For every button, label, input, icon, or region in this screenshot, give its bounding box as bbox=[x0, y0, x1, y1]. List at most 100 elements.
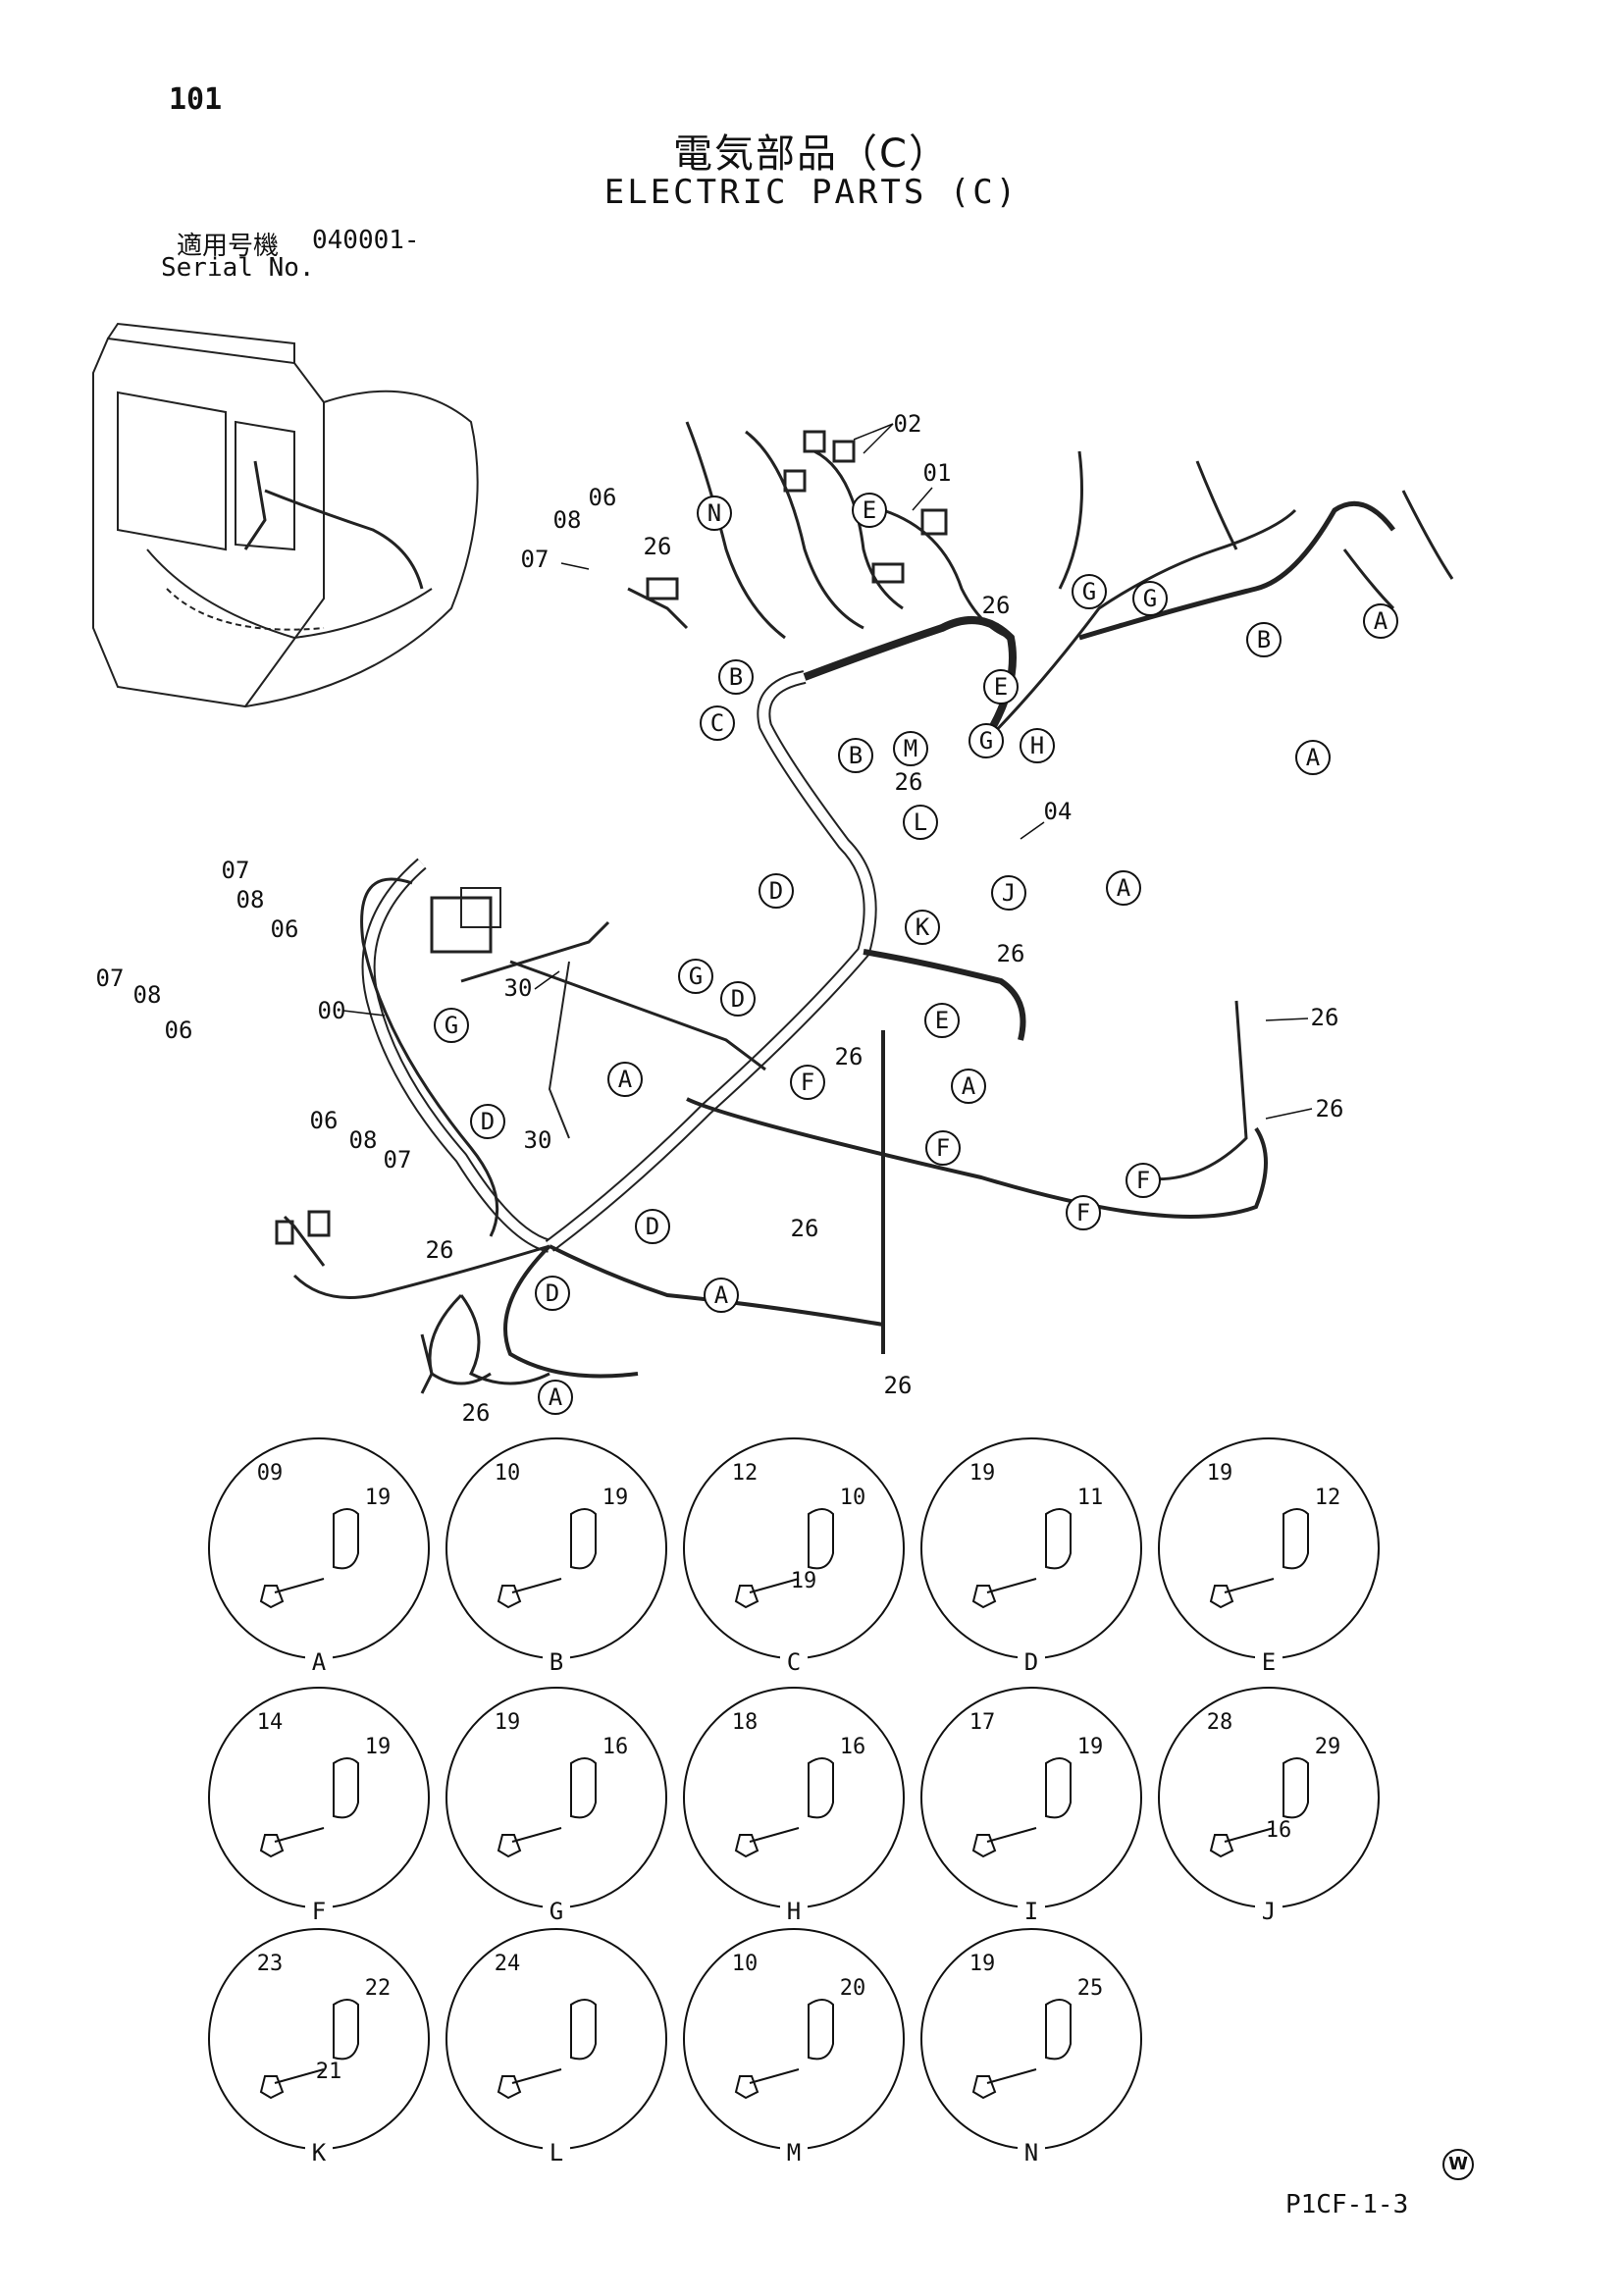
detail-i-clip bbox=[1045, 1757, 1072, 1819]
detail-l-bolt bbox=[497, 2068, 562, 2100]
svg-text:H: H bbox=[1030, 732, 1044, 759]
detail-k-part-number: 22 bbox=[365, 1976, 392, 2001]
detail-b-circle bbox=[445, 1437, 667, 1659]
svg-text:F: F bbox=[1136, 1167, 1150, 1194]
detail-i-circle bbox=[920, 1687, 1142, 1908]
callout-a: A bbox=[1363, 603, 1398, 639]
detail-j-label-bg bbox=[1255, 1898, 1283, 1925]
detail-m-label: M bbox=[787, 2139, 801, 2166]
detail-h-clip bbox=[808, 1757, 834, 1819]
svg-text:C: C bbox=[710, 709, 724, 737]
callout-07-label: 07 bbox=[96, 965, 125, 992]
detail-g-label: G bbox=[550, 1898, 563, 1925]
callout-n: N bbox=[697, 496, 732, 531]
callout-26-label: 26 bbox=[895, 768, 923, 796]
svg-text:G: G bbox=[1143, 585, 1157, 612]
document-code: P1CF-1-3 bbox=[1285, 2190, 1409, 2219]
detail-g-clip bbox=[570, 1757, 597, 1819]
detail-i-label: I bbox=[1024, 1898, 1038, 1925]
title-japanese: 電気部品（C） bbox=[673, 131, 950, 177]
detail-circles: A0919B1019C121019D1911E1912F1419G1916H18… bbox=[208, 1437, 1380, 2166]
serial-label-english: Serial No. bbox=[161, 253, 315, 283]
detail-c-part-number: 12 bbox=[732, 1461, 759, 1486]
svg-text:D: D bbox=[546, 1279, 559, 1307]
detail-k-label-bg bbox=[305, 2139, 333, 2166]
svg-text:E: E bbox=[863, 496, 876, 524]
detail-j-part-number: 28 bbox=[1207, 1710, 1233, 1735]
callout-06-label: 06 bbox=[589, 484, 617, 511]
detail-i-part-number: 17 bbox=[969, 1710, 996, 1735]
detail-a-bolt bbox=[259, 1578, 325, 1609]
detail-n-part-number: 19 bbox=[969, 1952, 996, 1976]
svg-text:A: A bbox=[1306, 744, 1321, 771]
detail-j-bolt bbox=[1209, 1827, 1275, 1858]
detail-b-bolt bbox=[497, 1578, 562, 1609]
detail-k-clip bbox=[333, 1999, 359, 2061]
detail-k-part-number: 23 bbox=[257, 1952, 284, 1976]
callout-30-label: 30 bbox=[524, 1126, 552, 1154]
detail-h-part-number: 16 bbox=[840, 1735, 866, 1759]
callout-h: H bbox=[1020, 728, 1055, 763]
svg-text:E: E bbox=[935, 1007, 949, 1034]
detail-e-label: E bbox=[1262, 1648, 1276, 1676]
svg-text:F: F bbox=[1076, 1199, 1090, 1226]
callout-26-label: 26 bbox=[1316, 1095, 1344, 1122]
detail-g-circle bbox=[445, 1687, 667, 1908]
detail-n-clip bbox=[1045, 1999, 1072, 2061]
callout-a: A bbox=[951, 1069, 986, 1104]
detail-h-label-bg bbox=[780, 1898, 808, 1925]
detail-f-label-bg bbox=[305, 1898, 333, 1925]
detail-n-label: N bbox=[1024, 2139, 1038, 2166]
svg-text:B: B bbox=[729, 663, 743, 691]
detail-b-label: B bbox=[550, 1648, 563, 1676]
callout-e: E bbox=[852, 493, 887, 528]
detail-m-bolt bbox=[734, 2068, 800, 2100]
detail-g-part-number: 16 bbox=[602, 1735, 629, 1759]
svg-text:F: F bbox=[801, 1069, 814, 1096]
callout-e: E bbox=[983, 669, 1019, 704]
callout-07-label: 07 bbox=[384, 1146, 412, 1174]
callout-08-label: 08 bbox=[236, 886, 265, 913]
detail-j-part-number: 29 bbox=[1315, 1735, 1341, 1759]
svg-text:G: G bbox=[979, 727, 993, 755]
callout-d: D bbox=[759, 873, 794, 909]
callout-06-label: 06 bbox=[310, 1107, 339, 1134]
callout-26-label: 26 bbox=[462, 1399, 491, 1427]
main-callouts: N E E E G G G G G A A A A A A A B B B C … bbox=[434, 493, 1398, 1415]
svg-text:B: B bbox=[1257, 626, 1271, 653]
detail-i-part-number: 19 bbox=[1077, 1735, 1104, 1759]
detail-b-label-bg bbox=[543, 1648, 570, 1676]
detail-d-part-number: 11 bbox=[1077, 1486, 1104, 1510]
detail-l-circle bbox=[445, 1928, 667, 2150]
callout-f: F bbox=[925, 1130, 961, 1166]
callout-04-label: 04 bbox=[1044, 798, 1073, 825]
detail-e-bolt bbox=[1209, 1578, 1275, 1609]
leader-lines bbox=[342, 423, 1313, 1120]
svg-text:A: A bbox=[1374, 607, 1388, 635]
detail-a-clip bbox=[333, 1508, 359, 1570]
detail-h-label: H bbox=[787, 1898, 801, 1925]
callout-26-label: 26 bbox=[644, 533, 672, 560]
callout-b: B bbox=[718, 659, 754, 695]
detail-e-label-bg bbox=[1255, 1648, 1283, 1676]
detail-c-part-number: 19 bbox=[791, 1569, 817, 1593]
detail-k-label: K bbox=[312, 2139, 327, 2166]
detail-d-clip bbox=[1045, 1508, 1072, 1570]
detail-h-part-number: 18 bbox=[732, 1710, 759, 1735]
callout-g: G bbox=[678, 959, 713, 994]
svg-text:N: N bbox=[707, 499, 721, 527]
svg-text:M: M bbox=[904, 735, 917, 762]
detail-a-part-number: 09 bbox=[257, 1461, 284, 1486]
callout-l: L bbox=[903, 805, 938, 840]
detail-e-part-number: 19 bbox=[1207, 1461, 1233, 1486]
detail-k-part-number: 21 bbox=[316, 2060, 342, 2084]
callout-g: G bbox=[1132, 581, 1168, 616]
detail-c-bolt bbox=[734, 1578, 800, 1609]
callout-j: J bbox=[991, 875, 1026, 911]
callout-a: A bbox=[607, 1062, 643, 1097]
callout-02-label: 02 bbox=[894, 410, 922, 438]
svg-text:J: J bbox=[1002, 879, 1016, 907]
detail-b-part-number: 19 bbox=[602, 1486, 629, 1510]
detail-c-circle bbox=[683, 1437, 905, 1659]
detail-i-bolt bbox=[971, 1827, 1037, 1858]
